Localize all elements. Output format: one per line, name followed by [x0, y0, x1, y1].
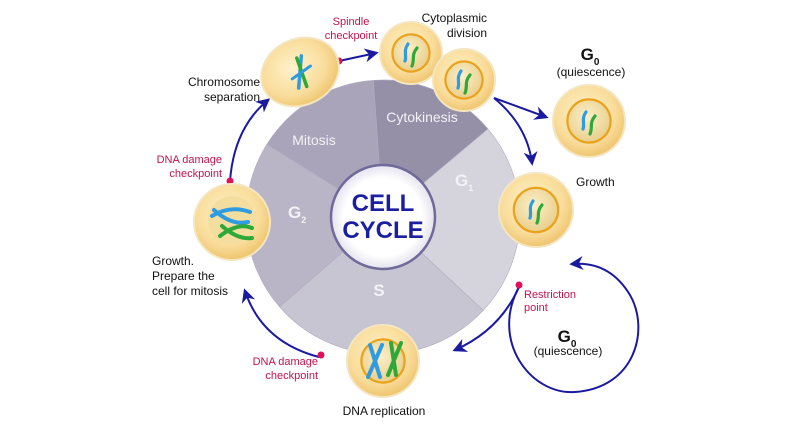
label-spindle-checkpoint: Spindle checkpoint	[325, 16, 378, 42]
dna-damage-g2-line1: DNA damage	[157, 154, 222, 166]
g2-growth-line3: cell for mitosis	[152, 284, 228, 298]
arrow-spindle-to-cytokinesis	[338, 48, 379, 63]
label-growth: Growth	[576, 175, 615, 189]
arrow-g2-to-mitosis	[229, 98, 271, 182]
chromosome-green	[218, 224, 254, 241]
restriction-point-dot	[515, 281, 523, 289]
chromosome-blue	[290, 64, 312, 81]
label-g0-top: G0 (quiescence)	[557, 45, 626, 79]
cell-g2	[193, 183, 271, 261]
chromosome-blue	[581, 110, 588, 131]
cells-layer	[193, 21, 626, 398]
dna-damage-g2-line2: checkpoint	[169, 168, 222, 180]
segment-label-s: S	[373, 281, 384, 300]
chromosome-x-green	[386, 341, 403, 377]
chromosome-x-blue	[366, 343, 384, 379]
chromosome-green	[535, 203, 544, 225]
label-chromosome-separation: Chromosome separation	[188, 75, 260, 104]
dna-damage-s-line1: DNA damage	[253, 356, 318, 368]
center-circle: CELL CYCLE	[329, 163, 437, 271]
cell-s-phase	[346, 324, 420, 398]
nucleus	[566, 98, 612, 144]
cytoplasmic-division-line1: Cytoplasmic	[422, 11, 487, 25]
g0-bottom-symbol: G0	[558, 327, 577, 350]
chromosome-separation-line2: separation	[204, 90, 260, 104]
g1-subscript: 1	[468, 183, 473, 193]
chromosome-separation-line1: Chromosome	[188, 75, 260, 89]
label-dna-replication: DNA replication	[343, 404, 426, 418]
arrow-g0-loop	[508, 256, 640, 394]
segment-label-g2: G2	[288, 203, 306, 225]
segment-label-mitosis: Mitosis	[292, 132, 336, 148]
segment-label-cytokinesis: Cytokinesis	[386, 109, 458, 125]
dna-damage-checkpoint-g2-dot	[226, 177, 234, 185]
chromosome-blue	[528, 199, 535, 220]
arrow-s-to-g2	[241, 288, 320, 358]
arrow-cytokinesis-to-g1	[493, 97, 538, 166]
g0-top-letter: G	[581, 45, 594, 64]
cell-cytokinesis-b	[432, 48, 496, 112]
g0-bottom-subscript: 0	[571, 339, 577, 350]
label-g2-growth: Growth. Prepare the cell for mitosis	[152, 254, 228, 298]
nucleus	[444, 60, 484, 100]
segment-label-g1: G1	[455, 171, 473, 193]
cell-mitosis	[260, 36, 340, 108]
g0-top-symbol: G0	[581, 45, 600, 68]
g2-subscript: 2	[301, 215, 306, 225]
center-title-line2: CYCLE	[342, 217, 423, 244]
arrow-cytokinesis-to-g0	[493, 97, 549, 120]
label-restriction-point: Restriction point	[524, 289, 576, 314]
spindle-checkpoint-line2: checkpoint	[325, 30, 378, 42]
nucleus	[512, 186, 560, 234]
cell-cytokinesis-a	[379, 21, 443, 85]
g2-growth-line2: Prepare the	[152, 269, 215, 283]
g0-top-desc: (quiescence)	[557, 65, 626, 79]
label-cytoplasmic-division: Cytoplasmic division	[422, 11, 487, 40]
label-g0-bottom: G0 (quiescence)	[534, 327, 603, 358]
chromosome-blue	[403, 42, 410, 63]
dna-damage-s-line2: checkpoint	[265, 370, 318, 382]
center-title-line1: CELL	[352, 190, 415, 217]
g2-letter: G	[288, 203, 301, 222]
g2-growth-line1: Growth.	[152, 254, 194, 268]
restriction-point-line1: Restriction	[524, 289, 576, 301]
cell-g0	[552, 84, 626, 158]
label-dna-damage-checkpoint-g2: DNA damage checkpoint	[157, 154, 222, 180]
chromosome-blue	[210, 207, 252, 225]
dna-damage-checkpoint-s-dot	[317, 351, 325, 359]
chromosome-blue	[456, 69, 463, 90]
chromosome-green	[588, 114, 597, 136]
chromosome-green	[410, 46, 419, 68]
cytoplasmic-division-line2: division	[447, 26, 487, 40]
nucleus	[391, 33, 431, 73]
label-dna-damage-checkpoint-s: DNA damage checkpoint	[253, 356, 318, 382]
cell-g1-growth	[498, 172, 574, 248]
g0-bottom-desc: (quiescence)	[534, 344, 603, 358]
g0-top-subscript: 0	[594, 57, 600, 68]
spindle-checkpoint-line1: Spindle	[333, 16, 370, 28]
restriction-point-line2: point	[524, 302, 548, 314]
cycle-arrows	[229, 48, 640, 394]
chromosome-green	[463, 73, 472, 95]
g0-bottom-letter: G	[558, 327, 571, 346]
g1-letter: G	[455, 171, 468, 190]
